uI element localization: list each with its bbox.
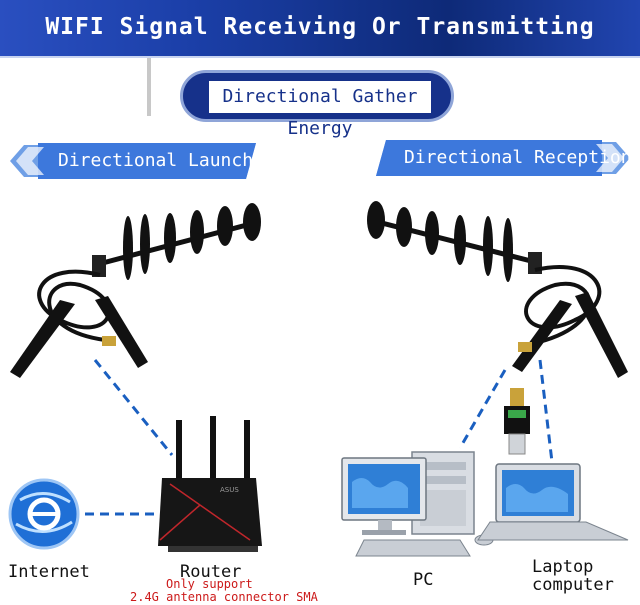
usb-wifi-adapter-icon bbox=[504, 388, 530, 455]
link-antenna-laptop bbox=[538, 359, 554, 463]
center-badge-label: Directional Gather Energy bbox=[207, 79, 433, 139]
internet-label: Internet bbox=[8, 562, 90, 582]
link-antenna-router bbox=[93, 359, 174, 456]
link-antenna-pc bbox=[458, 369, 507, 449]
laptop-icon bbox=[477, 463, 629, 541]
pc-label: PC bbox=[413, 570, 434, 590]
router-note-line1: Only support bbox=[166, 577, 253, 591]
reception-tag-shape bbox=[376, 140, 630, 176]
center-badge: Directional Gather Energy bbox=[180, 70, 454, 139]
page-title: WIFI Signal Receiving Or Transmitting bbox=[45, 14, 595, 40]
router-icon: ASUS bbox=[158, 416, 262, 552]
router-brand: ASUS bbox=[220, 486, 239, 494]
laptop-label-line2: computer bbox=[532, 575, 614, 595]
reception-tag-label: Directional Reception bbox=[404, 147, 632, 168]
reception-tag: Directional Reception bbox=[376, 140, 632, 176]
pc-icon bbox=[341, 451, 494, 557]
launch-tag-shape bbox=[10, 143, 256, 179]
monitor-icon bbox=[341, 457, 427, 535]
router-note-line2: 2.4G antenna connector SMA bbox=[130, 590, 318, 604]
divider-bar bbox=[147, 58, 151, 116]
laptop-label-line1: Laptop bbox=[532, 557, 594, 577]
router-label: Router bbox=[180, 562, 242, 582]
launch-tag-label: Directional Launch bbox=[58, 150, 254, 171]
laptop-label: Laptop computer bbox=[532, 558, 614, 594]
launch-tag: Directional Launch bbox=[10, 143, 256, 179]
title-banner: WIFI Signal Receiving Or Transmitting bbox=[0, 0, 640, 58]
yagi-antenna-icon bbox=[10, 203, 261, 378]
dashed-links bbox=[85, 359, 554, 516]
internet-globe-icon bbox=[8, 478, 80, 550]
yagi-antenna-icon bbox=[367, 201, 628, 378]
